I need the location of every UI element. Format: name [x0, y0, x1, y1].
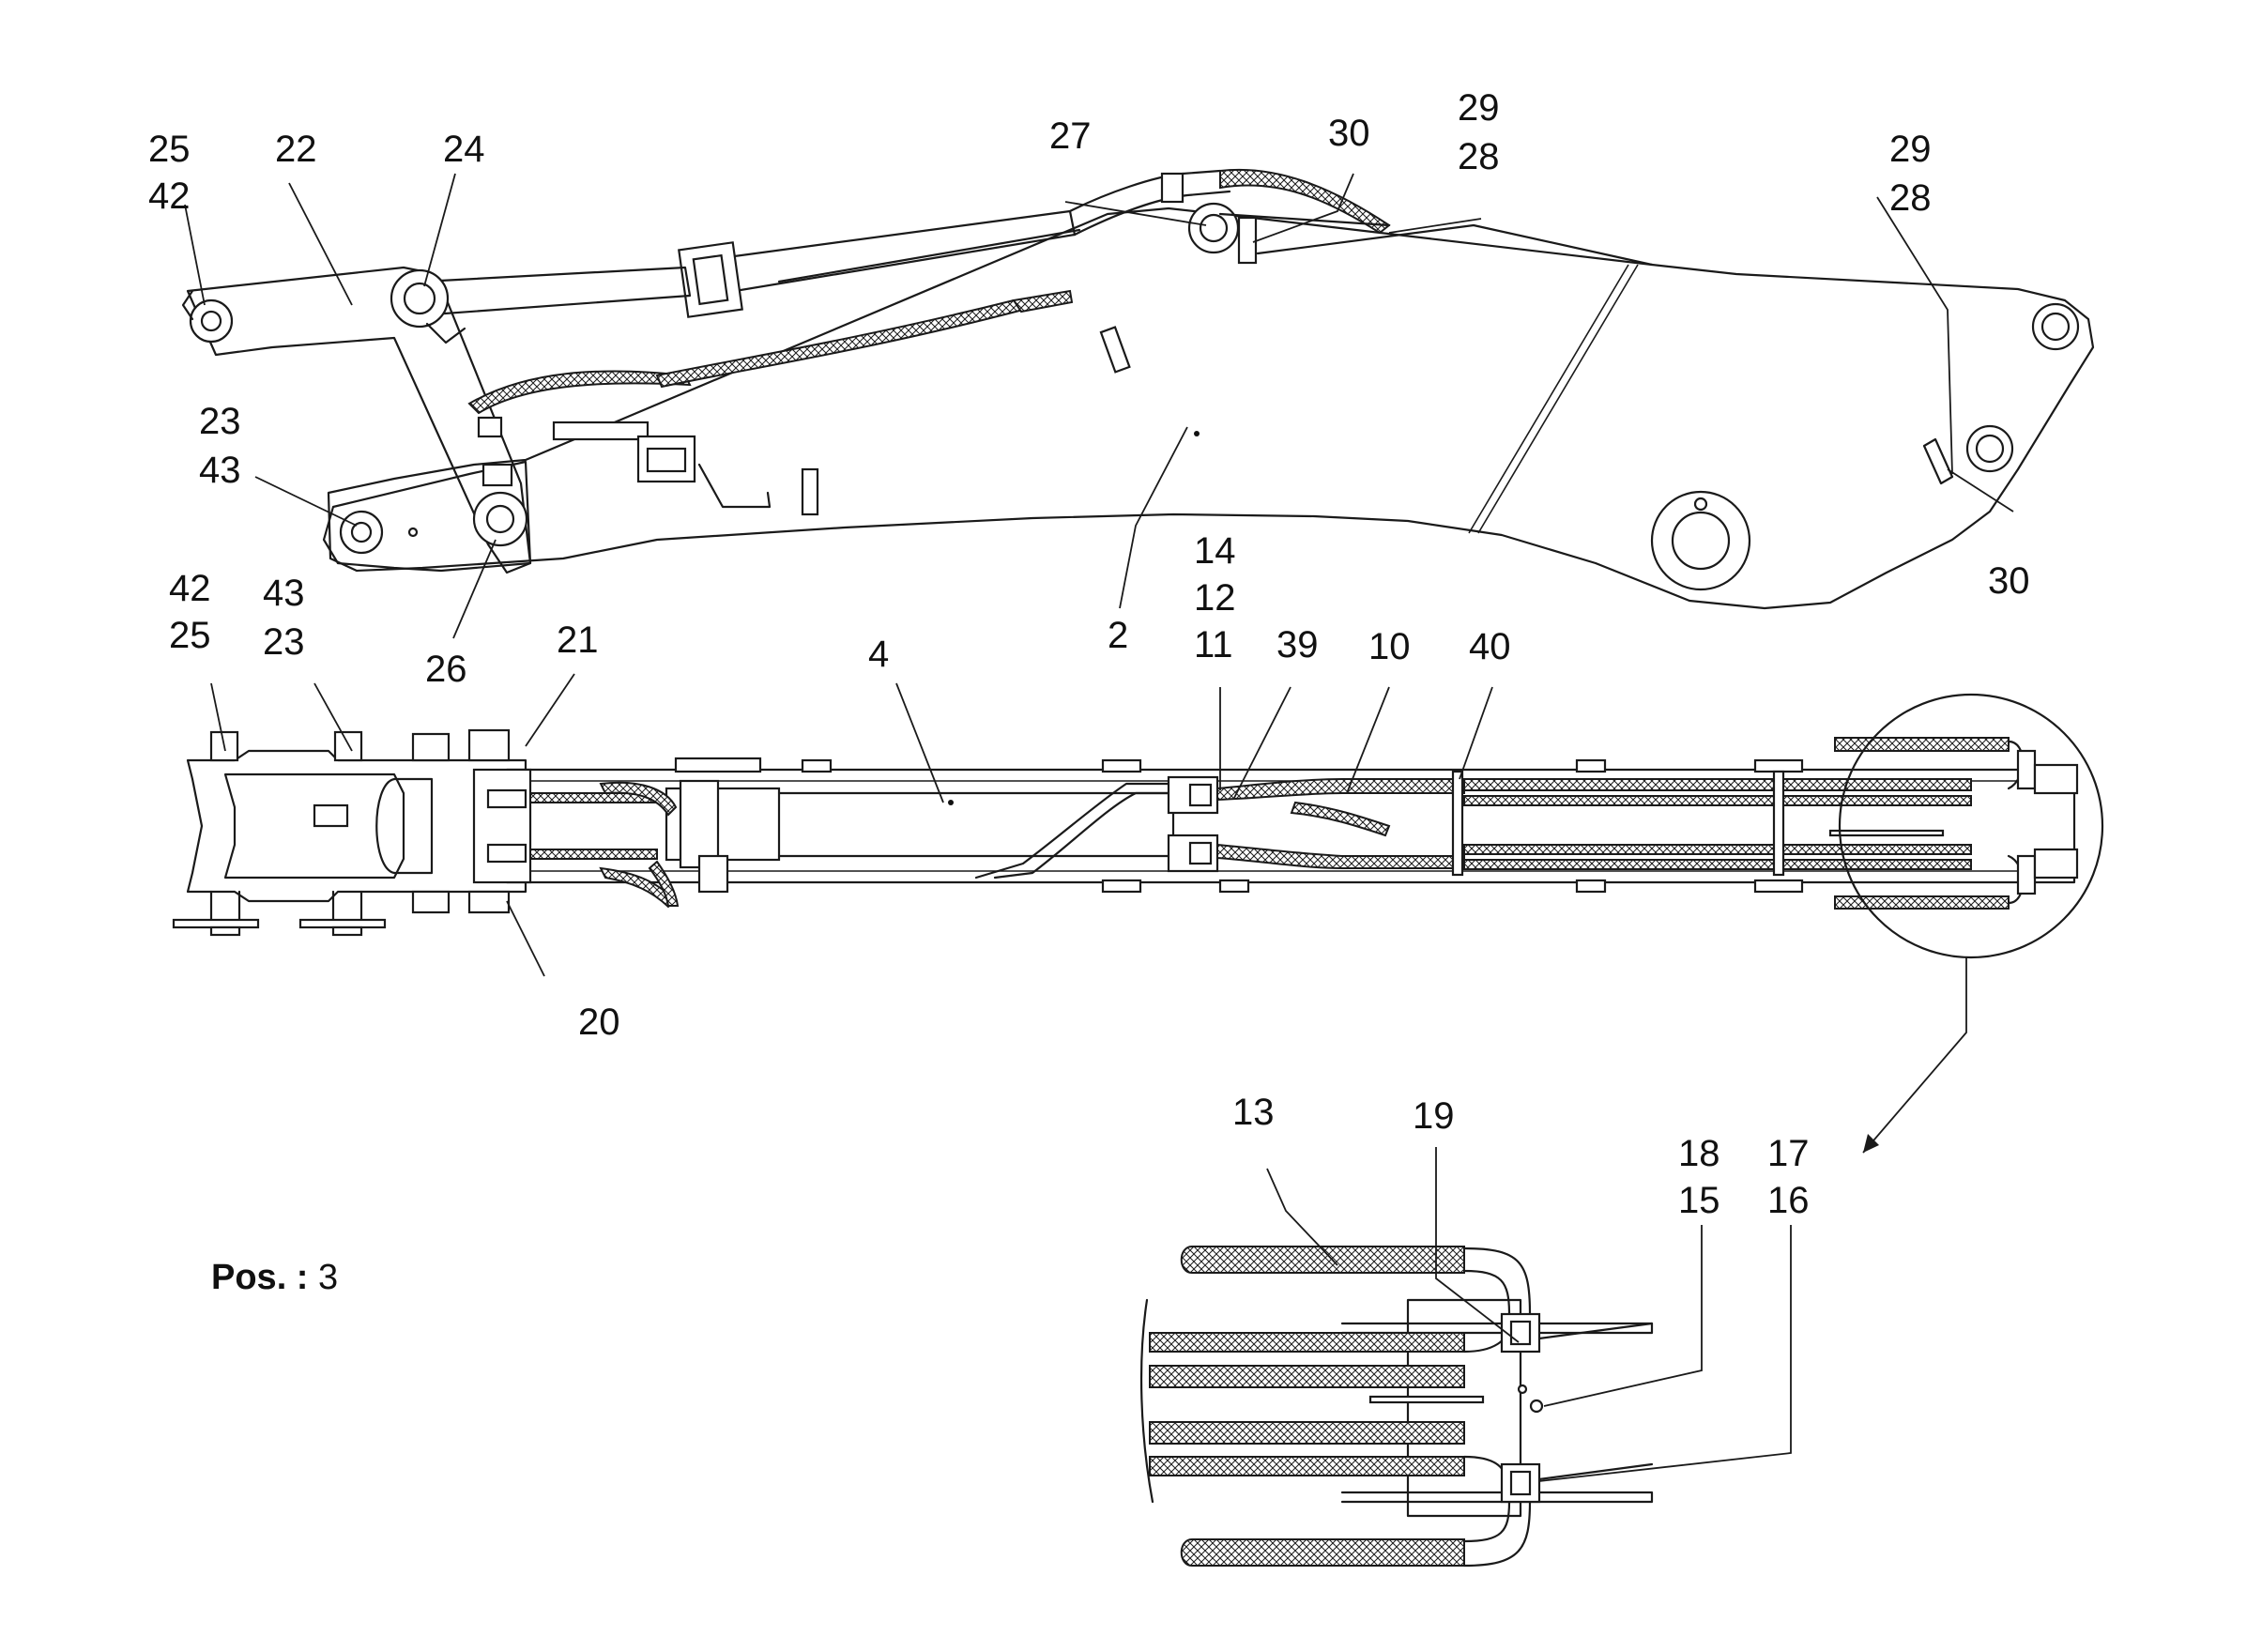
callout-21: 21: [557, 620, 599, 661]
position-value: 3: [318, 1258, 339, 1297]
callout-26: 26: [425, 649, 467, 690]
callout-15: 15: [1678, 1180, 1720, 1221]
callout-28-right: 28: [1889, 177, 1932, 219]
callout-42: 42: [148, 176, 191, 217]
position-label: Pos. :: [211, 1258, 309, 1297]
callout-2: 2: [1108, 615, 1128, 656]
weld-seam: [1477, 264, 1639, 534]
callout-42-side: 42: [169, 568, 211, 609]
pin-cap-23-43: [333, 730, 363, 762]
detail-pipe-upper: [1462, 1247, 1532, 1316]
leader-lines: [184, 173, 2014, 1482]
detail-hose-top-outer: [1180, 1246, 1465, 1274]
callout-29-right: 29: [1889, 129, 1932, 170]
crossover-pipe: [993, 791, 1175, 880]
callout-30-right: 30: [1988, 560, 2030, 602]
upper-cylinder-tube: [683, 209, 1077, 300]
clamp-small: [801, 467, 819, 516]
callout-43-side: 43: [263, 573, 305, 614]
detail-hose-4: [1149, 1456, 1465, 1476]
callout-14: 14: [1194, 530, 1236, 572]
pin-slot: [313, 803, 349, 828]
upper-hose: [1219, 168, 1391, 235]
callout-30-top: 30: [1328, 113, 1370, 154]
hose-fitting: [477, 416, 503, 438]
cylinder-tube-top: [777, 791, 1175, 858]
hose-clamp-40b: [1772, 770, 1785, 877]
hose-head-top: [1834, 737, 2010, 752]
hose-fitting-bar: [552, 421, 650, 441]
detail-circle: [1838, 693, 2104, 959]
upper-cylinder-rod: [420, 266, 692, 316]
callout-12: 12: [1194, 577, 1236, 619]
detail-hose-bottom-outer: [1180, 1538, 1465, 1567]
callout-25: 25: [148, 129, 191, 170]
detail-arrow: [1862, 957, 1967, 1154]
boom-top-view: [172, 693, 2104, 1154]
detail-break-line: [1139, 1298, 1154, 1504]
hose-10-lower: [1216, 843, 1465, 869]
callout-27: 27: [1049, 115, 1092, 157]
position-indicator: Pos. : 3: [211, 1258, 338, 1298]
hose-bundle-right-1: [1463, 778, 1972, 791]
callout-29-mid: 29: [1458, 87, 1500, 129]
detail-bolt-18-15: [1529, 1399, 1544, 1414]
callout-23-side: 23: [263, 621, 305, 663]
hose-bundle-right-3: [1463, 844, 1972, 855]
callout-24: 24: [443, 129, 485, 170]
callout-20: 20: [578, 1002, 620, 1043]
bracket: [697, 463, 772, 509]
callout-16: 16: [1767, 1180, 1810, 1221]
callout-43: 43: [199, 450, 241, 491]
detail-pipe-lower: [1462, 1500, 1532, 1568]
callout-25-side: 25: [169, 615, 211, 656]
lower-hose-loop: [467, 370, 692, 415]
hose-clamp-27: [1160, 172, 1184, 204]
boom-body-outline: [327, 206, 2095, 610]
manifold-left: [472, 768, 532, 884]
callout-11: 11: [1194, 624, 1233, 665]
detail-hose-3: [1149, 1421, 1465, 1445]
callout-22: 22: [275, 129, 317, 170]
callout-18: 18: [1678, 1133, 1720, 1174]
callout-4: 4: [868, 634, 889, 675]
detail-plate-top: [1340, 1322, 1654, 1335]
hose-clamp-30: [1237, 216, 1258, 265]
top-plate: [674, 757, 762, 773]
hose-bundle-right-2: [1463, 795, 1972, 806]
hose-head-bottom: [1834, 895, 2010, 910]
fitting-head-upper: [2016, 749, 2037, 790]
hose-bundle-lower-left: [529, 849, 658, 860]
detail-hose-1: [1149, 1332, 1465, 1353]
callout-23: 23: [199, 401, 241, 442]
callout-17: 17: [1767, 1133, 1810, 1174]
hose-clamp-right: [1922, 437, 1954, 485]
callout-19: 19: [1413, 1095, 1455, 1137]
callout-39: 39: [1276, 624, 1319, 665]
hose-detail-view: [1139, 1246, 1654, 1568]
detail-hose-2: [1149, 1365, 1465, 1388]
bracket-26: [481, 463, 513, 487]
boom-side-view: [181, 168, 2095, 610]
clevis-loop: [375, 777, 434, 875]
callout-40: 40: [1469, 626, 1511, 667]
hose-bundle-right-4: [1463, 859, 1972, 870]
callout-10: 10: [1368, 626, 1411, 667]
fitting-head-lower: [2016, 854, 2037, 895]
callout-28-mid: 28: [1458, 136, 1500, 177]
callout-labels: 25 42 22 24 23 43 26 27 30 29 28 29 28 3…: [148, 87, 2030, 1221]
hose-10-upper: [1216, 778, 1465, 802]
callout-13: 13: [1232, 1092, 1275, 1133]
hose-clamp-40: [1451, 770, 1464, 877]
port-fitting: [697, 854, 729, 894]
clamp-small-2: [1099, 326, 1131, 374]
